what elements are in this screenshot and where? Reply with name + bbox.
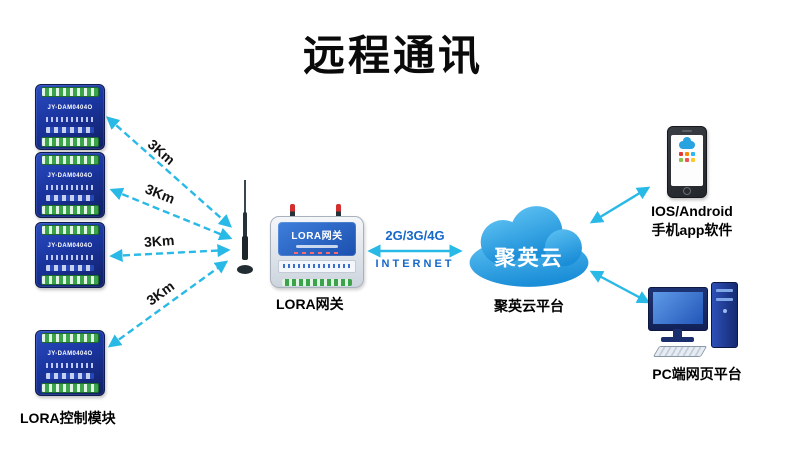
phone-speaker [682,130,692,132]
lora-module-device-3: JY-DAM0404O [33,222,107,288]
lora-module-device-1: JY-DAM0404O [33,84,107,150]
cloud-icon: 聚英云 [464,198,594,294]
tower-slot [716,289,733,292]
phone-app-cloud-icon [679,137,695,149]
app-dot [691,152,695,156]
gateway-antenna-right-icon [336,204,341,221]
pc-keyboard [652,346,708,357]
modules-caption: LORA控制模块 [20,410,116,426]
antenna-lower [242,236,248,260]
link-cloud-pc [589,270,651,304]
gateway-subtitle-bar [296,245,338,248]
gateway-terminal-strip [282,279,352,286]
page-title: 远程通讯 [302,32,483,79]
link-cloud-phone [589,186,651,224]
lora-module-device-2: JY-DAM0404O [33,152,107,218]
gateway-device-title: LORA网关 [291,231,343,242]
antenna-mid [243,212,247,238]
module-terminal-top [41,333,99,343]
gateway-caption: LORA网关 [276,296,344,312]
phone-caption-line2: 手机app软件 [651,222,733,238]
module-terminal-top [41,225,99,235]
link-module3-gateway [109,243,231,263]
app-dot [679,158,683,162]
tower-slot [716,298,733,301]
module-model-text: JY-DAM0404O [47,351,93,357]
app-dot [691,158,695,162]
module-terminal-bottom [41,383,99,393]
link-module4-gateway [107,260,229,348]
pc-monitor [648,287,708,331]
wan-tech-label: 2G/3G/4G [385,228,445,243]
antenna-base [237,265,253,274]
app-dot [685,158,689,162]
phone-icon [667,126,707,198]
module-led-row [46,255,94,260]
module-led-row [46,117,94,122]
phone-caption-line1: IOS/Android [651,203,733,219]
module-terminal-bottom [41,205,99,215]
module-dip-strip [46,265,94,271]
pc-monitor-stand [673,329,682,337]
module-model-text: JY-DAM0404O [47,173,93,179]
module-terminal-bottom [41,275,99,285]
pc-screen [653,292,703,324]
module-dip-strip [46,195,94,201]
module-led-row [46,185,94,190]
pc-tower [711,282,738,348]
phone-app-row-1 [671,152,703,156]
cloud-caption: 聚英云平台 [494,298,564,314]
antenna-tip [244,180,246,214]
app-dot [679,152,683,156]
phone-screen [671,135,703,186]
gateway-antenna-left-icon [290,204,295,221]
module-terminal-bottom [41,137,99,147]
cloud-name: 聚英云 [494,247,564,270]
phone-home-button [683,187,691,195]
gateway-label-area [278,260,356,273]
module-dip-strip [46,127,94,133]
module-terminal-top [41,87,99,97]
tower-power-button [722,309,727,313]
lora-module-device-4: JY-DAM0404O [33,330,107,396]
module-terminal-top [41,155,99,165]
pc-monitor-base [661,337,694,342]
wan-internet-label: INTERNET [375,258,455,270]
module-model-text: JY-DAM0404O [47,105,93,111]
lora-gateway-device: LORA网关 [270,204,364,288]
link-module2-gateway [109,187,233,241]
link-module1-gateway [106,116,232,228]
module-dip-strip [46,373,94,379]
app-dot [685,152,689,156]
cloud-shape [469,206,589,287]
module-led-row [46,363,94,368]
gateway-faceplate: LORA网关 [278,222,356,256]
module-model-text: JY-DAM0404O [47,243,93,249]
pc-caption: PC端网页平台 [652,366,742,382]
suction-antenna-icon [236,180,254,274]
pc-icon [648,282,740,362]
phone-app-row-2 [671,158,703,162]
gateway-led-row [294,252,340,254]
